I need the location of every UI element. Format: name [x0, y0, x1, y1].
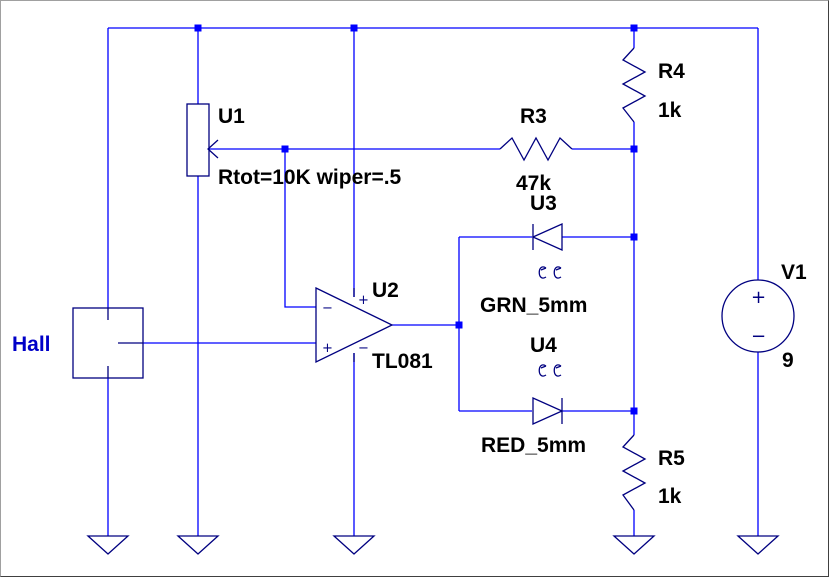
ground-icon[interactable] — [332, 535, 376, 555]
opamp-noninverting-sign: + — [322, 341, 333, 356]
ground-icon[interactable] — [86, 535, 130, 555]
resistor-zigzag — [621, 47, 647, 123]
ground-icon[interactable] — [736, 535, 780, 555]
light-emission-icon — [538, 364, 562, 377]
r4-name: R4 — [658, 60, 685, 83]
potentiometer-body — [186, 103, 210, 177]
hall-sensor[interactable]: Hall — [12, 307, 144, 379]
source-minus-sign: − — [751, 326, 766, 347]
junction — [630, 145, 638, 153]
diode-icon — [531, 222, 563, 252]
junctions — [194, 24, 638, 415]
led-u3[interactable]: U3 GRN_5mm — [480, 192, 587, 317]
resistor-r4[interactable]: R4 1k — [621, 47, 685, 123]
opamp-vminus-sign: − — [358, 341, 369, 356]
r5-name: R5 — [658, 447, 685, 470]
opamp-name: U2 — [372, 279, 399, 302]
junction — [630, 24, 638, 32]
source-name: V1 — [781, 261, 807, 284]
hall-sensor-pin — [107, 308, 143, 378]
resistor-r5[interactable]: R5 1k — [621, 434, 685, 511]
light-emission-icon — [538, 266, 562, 279]
source-plus-sign: + — [751, 287, 766, 308]
r5-value: 1k — [658, 485, 682, 508]
diode-icon — [532, 396, 564, 426]
opamp-value: TL081 — [372, 350, 433, 373]
led-u3-value: GRN_5mm — [480, 294, 587, 317]
pot-value: Rtot=10K wiper=.5 — [218, 166, 402, 189]
opamp-u2[interactable]: − + + − U2 TL081 — [315, 279, 433, 373]
pot-name: U1 — [218, 105, 245, 128]
voltage-source-body — [721, 279, 795, 353]
resistor-zigzag — [499, 136, 573, 162]
potentiometer-u1[interactable]: U1 Rtot=10K wiper=.5 — [186, 103, 402, 189]
led-u3-name: U3 — [530, 192, 557, 215]
hall-label: Hall — [12, 333, 51, 356]
voltage-source-v1[interactable]: + − V1 9 — [721, 261, 807, 372]
source-value: 9 — [782, 349, 794, 372]
junction — [630, 233, 638, 241]
junction — [455, 321, 463, 329]
opamp-vplus-sign: + — [358, 293, 369, 308]
opamp-triangle — [315, 286, 394, 364]
opamp-inverting-sign: − — [322, 301, 333, 316]
led-u4[interactable]: U4 RED_5mm — [481, 334, 586, 457]
wire-feedback[interactable] — [284, 149, 316, 308]
ground-icon[interactable] — [176, 535, 220, 555]
wiper-arrow-icon — [207, 139, 219, 159]
resistor-zigzag — [621, 434, 647, 511]
junction — [350, 24, 358, 32]
ground-symbols — [86, 535, 780, 555]
led-u4-name: U4 — [530, 334, 557, 357]
resistor-r3[interactable]: R3 47k — [499, 105, 573, 195]
r4-value: 1k — [658, 99, 682, 122]
junction — [281, 145, 289, 153]
r3-name: R3 — [520, 105, 547, 128]
ground-icon[interactable] — [612, 535, 656, 555]
led-u4-value: RED_5mm — [481, 434, 586, 457]
r3-value: 47k — [516, 172, 551, 195]
junction — [194, 24, 202, 32]
junction — [630, 407, 638, 415]
